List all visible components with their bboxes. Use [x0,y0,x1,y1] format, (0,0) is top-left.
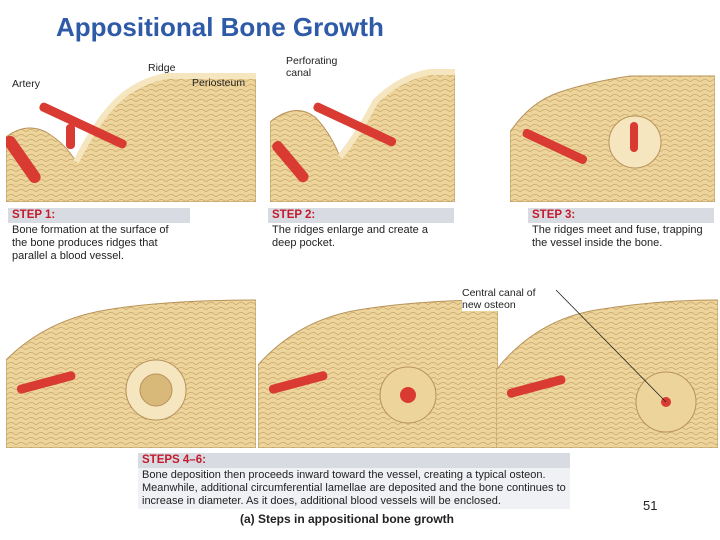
diagram-step-6 [496,290,718,448]
step-1-box: STEP 1: Bone formation at the surface of… [8,208,190,264]
diagram-step-4 [6,290,256,448]
step-2-text: The ridges enlarge and create a deep poc… [272,224,428,249]
diagram-step-3 [510,62,715,202]
diagram-step-2 [270,62,455,202]
steps-4-6-text: Bone deposition then proceeds inward tow… [138,468,570,509]
label-perforating-canal: Perforating canal [286,55,338,79]
step-1-text: Bone formation at the surface of the bon… [12,224,169,262]
step-1-heading: STEP 1: [8,208,190,223]
steps-4-6-box: STEPS 4–6: Bone deposition then proceeds… [138,453,570,509]
diagram-step-1 [6,62,256,202]
figure-caption: (a) Steps in appositional bone growth [240,512,455,526]
step-2-box: STEP 2: The ridges enlarge and create a … [268,208,454,251]
step-3-box: STEP 3: The ridges meet and fuse, trappi… [528,208,714,251]
step-2-heading: STEP 2: [268,208,454,223]
slide-title: Appositional Bone Growth [56,12,384,42]
diagram-step-5 [258,290,498,448]
step-3-text: The ridges meet and fuse, trapping the v… [532,224,703,249]
steps-4-6-heading: STEPS 4–6: [138,453,570,468]
label-artery: Artery [12,78,41,90]
label-ridge: Ridge [148,62,176,74]
artery-shape [6,102,127,184]
label-central-canal: Central canal of new osteon [462,287,536,311]
step-3-heading: STEP 3: [528,208,714,223]
page-number: 51 [643,498,658,513]
label-periosteum: Periosteum [192,77,246,89]
